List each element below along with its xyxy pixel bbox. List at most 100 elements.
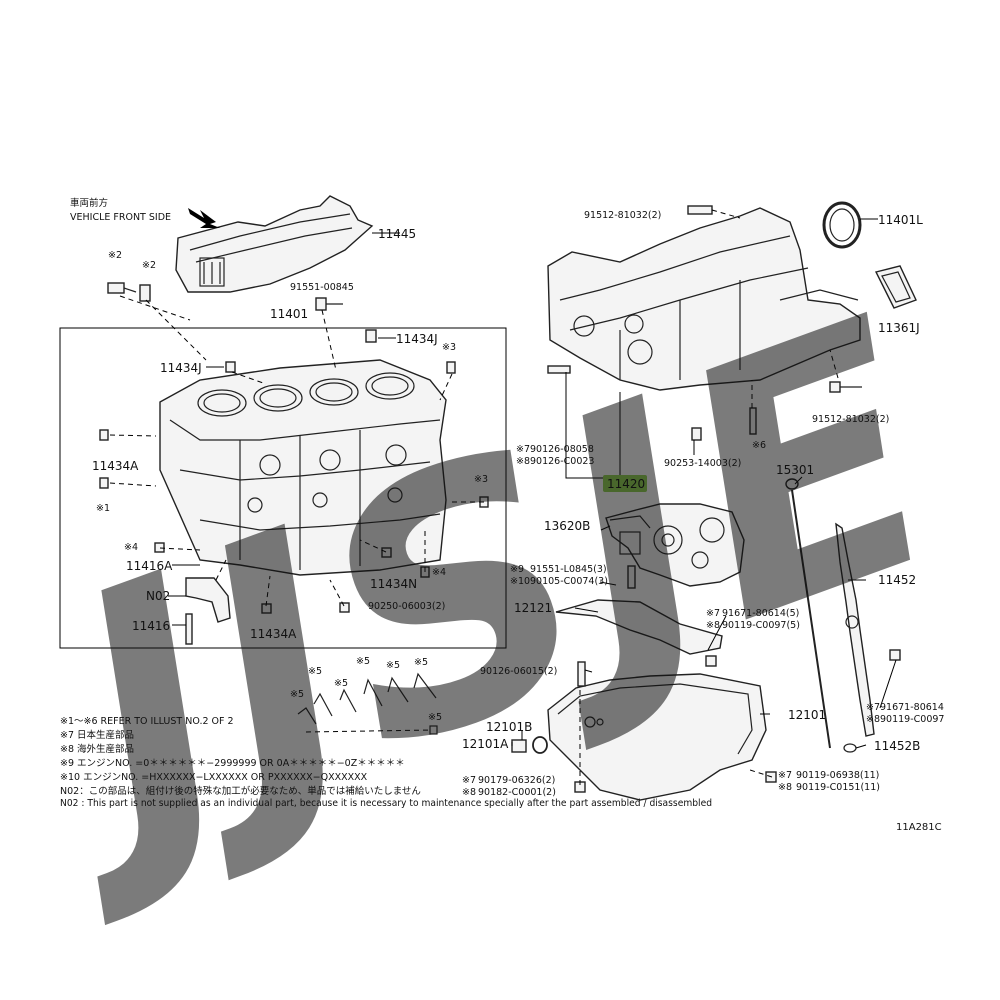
label-90119-C0151: 90119-C0151(11) (796, 782, 880, 793)
note-7: N02 : This part is not supplied as an in… (60, 798, 712, 809)
ref-4-b: ※4 (432, 567, 446, 578)
dipstick-15301 (785, 478, 831, 749)
note-1: ※1～※6 REFER TO ILLUST NO.2 OF 2 (60, 716, 234, 727)
label-91512-top: 91512-81032(2) (584, 210, 661, 221)
label-11452B: 11452B (874, 739, 920, 753)
ref-10: ※10 (510, 576, 530, 587)
ref-7-a: ※7 (516, 444, 530, 455)
clip-row (297, 672, 438, 735)
ref-8-c: ※8 (866, 714, 880, 725)
label-12101A: 12101A (462, 737, 509, 751)
bolts-top-left (107, 282, 343, 311)
label-11416: 11416 (132, 619, 170, 633)
gasket-11361J (874, 265, 917, 309)
ref-5-e: ※5 (386, 660, 400, 671)
label-12101B: 12101B (486, 720, 532, 734)
ref-5-g: ※5 (428, 712, 442, 723)
label-12121: 12121 (514, 601, 552, 615)
cylinder-block-11401 (159, 359, 447, 576)
ref-1: ※1 (96, 503, 110, 514)
label-13620B: 13620B (544, 519, 590, 533)
label-91512-bot: 91512-81032(2) (812, 414, 889, 425)
label-11420: 11420 (607, 477, 645, 491)
ref-4-a: ※4 (124, 542, 138, 553)
label-90182: 90182-C0001(2) (478, 787, 556, 798)
note-3: ※8 海外生産部品 (60, 743, 134, 755)
oil-pan-upper-11420 (547, 207, 861, 391)
label-N02: N02 (146, 589, 170, 603)
ref-8-e: ※8 (778, 782, 792, 793)
label-90250: 90250-06003(2) (368, 601, 445, 612)
ref-7-d: ※7 (462, 775, 476, 786)
label-90119-06938: 90119-06938(11) (796, 770, 879, 781)
oil-baffle-11445 (175, 195, 374, 293)
label-90179: 90179-06326(2) (478, 775, 555, 786)
label-90119-C0097-5: 90119-C0097(5) (722, 620, 800, 631)
label-11401L: 11401L (878, 213, 923, 227)
ref-8-d: ※8 (462, 787, 476, 798)
highlight-11420 (603, 475, 647, 492)
note-6: N02：この部品は、組付け後の特殊な加工が必要なため、単品では補給いたしません (60, 785, 421, 797)
label-91551-L0845: 91551-L0845(3) (530, 564, 607, 575)
label-11434N: 11434N (370, 577, 417, 591)
drain-plug-12101A (511, 736, 548, 754)
ref-2-a: ※2 (108, 250, 122, 261)
label-11434J-b: 11434J (160, 361, 202, 375)
label-11452: 11452 (878, 573, 916, 587)
label-11361J: 11361J (878, 321, 920, 335)
label-90126-C0023: 90126-C0023 (530, 456, 594, 467)
ref-7-c: ※7 (866, 702, 880, 713)
label-90119-right: 90119-C0097 (880, 714, 944, 725)
label-90126-06015: 90126-06015(2) (480, 666, 557, 677)
label-11434A-a: 11434A (92, 459, 139, 473)
ref-8-b: ※8 (706, 620, 720, 631)
ref-9: ※9 (510, 564, 524, 575)
label-11434A-b: 11434A (250, 627, 297, 641)
ref-5-c: ※5 (334, 678, 348, 689)
note-2: ※7 日本生産部品 (60, 729, 134, 741)
pan-upper-leaders (565, 209, 839, 479)
label-91551-00845: 91551-00845 (290, 282, 354, 293)
balance-shaft-13620B (605, 503, 745, 589)
label-11401: 11401 (270, 307, 308, 321)
label-15301: 15301 (776, 463, 814, 477)
ref-5-f: ※5 (414, 657, 428, 668)
pan-bolts (547, 205, 862, 441)
label-90253: 90253-14003(2) (664, 458, 741, 469)
oil-pan-12101 (547, 673, 767, 801)
oil-seal-11401L (822, 201, 862, 249)
block-leaders (109, 295, 484, 607)
block-group-frame (59, 327, 507, 649)
note-4: ※9 エンジンNO. =0＊＊＊＊＊＊−2999999 OR 0A＊＊＊＊＊−0… (60, 758, 405, 769)
dipstick-guide-11452 (835, 522, 901, 753)
watermark-text: JJSJE (0, 245, 989, 938)
ref-3-b: ※3 (474, 474, 488, 485)
orientation-en: VEHICLE FRONT SIDE (70, 212, 171, 223)
ref-5-d: ※5 (356, 656, 370, 667)
ref-7-e: ※7 (778, 770, 792, 781)
label-12101: 12101 (788, 708, 826, 722)
watermark-logo: JJSJE (0, 245, 989, 938)
ref-7-b: ※7 (706, 608, 720, 619)
front-arrow (188, 208, 220, 228)
label-91671-80614-5: 91671-80614(5) (722, 608, 799, 619)
ref-2-b: ※2 (142, 260, 156, 271)
label-91671-right: 91671-80614 (880, 702, 944, 713)
label-11445: 11445 (378, 227, 416, 241)
label-11434J-a: 11434J (396, 332, 438, 346)
bearing-cap-N02 (185, 577, 231, 645)
pan-lower-leaders (511, 476, 897, 785)
ref-8-a: ※8 (516, 456, 530, 467)
ref-5-a: ※5 (290, 689, 304, 700)
ref-5-b: ※5 (308, 666, 322, 677)
note-5: ※10 エンジンNO. =HXXXXXX−LXXXXXX OR PXXXXXX−… (60, 772, 368, 783)
label-90105: 90105-C0074(3) (530, 576, 608, 587)
label-11416A: 11416A (126, 559, 173, 573)
baffle-plate-12121 (555, 599, 723, 655)
label-90126-08058: 90126-08058 (530, 444, 594, 455)
ref-6: ※6 (752, 440, 766, 451)
figure-code: 11A281C (896, 822, 942, 833)
orientation-jp: 車両前方 (70, 197, 108, 209)
ref-3-a: ※3 (442, 342, 456, 353)
